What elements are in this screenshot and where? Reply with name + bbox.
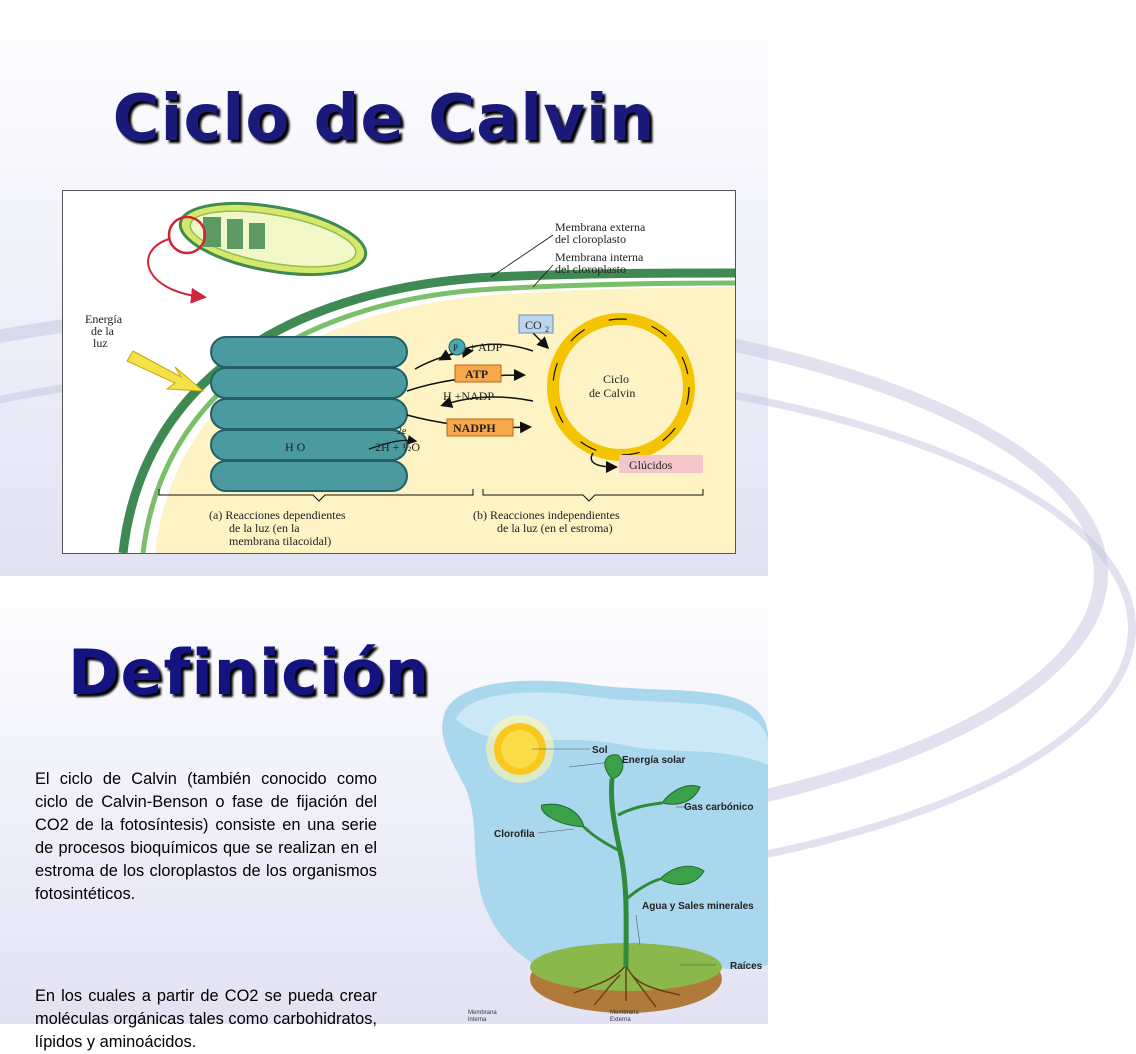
svg-text:Externa: Externa [610,1017,631,1023]
glucidos-label: Glúcidos [629,458,673,472]
water-label: H O [285,440,306,454]
caption-b-1: (b) Reacciones independientes [473,508,620,522]
atp-label: ATP [465,367,488,381]
plant-stem [609,778,629,968]
svg-text:2: 2 [545,325,549,334]
svg-text:interna: interna [468,1017,487,1023]
caption-a-3: membrana tilacoidal) [229,534,331,548]
atp-box [454,364,502,383]
plant-svg: Sol Energía solar Gas carbónico Clorofil… [442,680,768,1023]
energia-solar-label: Energía solar [622,755,685,766]
sol-label: Sol [592,745,608,756]
light-energy-arrow [126,350,205,392]
outer-membrane-label-2: del cloroplasto [555,232,626,246]
thylakoid-stack [210,336,408,492]
light-label-1: Energía [85,312,123,326]
chloroplast-icon [167,202,368,276]
cycle-label-1: Ciclo [603,372,629,386]
calvin-cycle-diagram: CO 2 P + ADP ATP H +NADP NADPH 2e H O 2H… [62,190,736,554]
agua-sales-label: Agua y Sales minerales [642,901,754,912]
inner-membrane-label-1: Membrana interna [555,250,644,264]
light-label-2: de la [91,324,115,338]
nadp-label: H +NADP [443,389,494,403]
slide-title: Ciclo de Calvin [112,82,656,156]
definition-paragraph: El ciclo de Calvin (también conocido com… [35,770,377,904]
light-label-3: luz [93,336,108,350]
water-products-label: 2H + ½O [375,440,420,454]
calvin-cycle-svg: CO 2 P + ADP ATP H +NADP NADPH 2e H O 2H… [85,202,736,554]
slide-ciclo-de-calvin: Ciclo de Calvin [0,0,1136,896]
clorofila-label: Clorofila [494,829,535,840]
caption-a-2: de la luz (en la [229,521,300,535]
raices-label: Raíces [730,961,763,972]
phosphate-circle [448,338,466,356]
co2-label: CO [525,318,542,332]
slide-definicion: Definición El ciclo de Calvin (también c… [0,576,768,1051]
inner-membrane-label-2: del cloroplasto [555,262,626,276]
caption-b-2: de la luz (en el estroma) [497,521,613,535]
zoom-arrow [147,238,207,304]
roots [573,964,681,1008]
caption-a-1: (a) Reacciones dependientes [209,508,346,522]
gas-carbonico-label: Gas carbónico [684,802,753,813]
brace-light-independent [482,489,704,502]
co2-box [518,314,554,334]
adp-label: + ADP [469,340,502,354]
membrana-externa-label: Membrana [610,1010,639,1016]
sun-icon [486,715,554,783]
electrons-label: 2e [397,426,407,437]
glucidos-box [619,455,703,473]
outer-membrane-label-1: Membrana externa [555,220,646,234]
leaves [540,754,705,886]
nadph-label: NADPH [453,421,496,435]
outer-membrane [118,268,736,554]
brace-light-dependent [158,489,474,502]
photosynthesis-illustration: Sol Energía solar Gas carbónico Clorofil… [434,675,768,1024]
membrana-interna-label: Membrana [468,1010,497,1016]
slide-title: Definición [68,636,430,709]
definition-paragraph-2: En los cuales a partir de CO2 se pueda c… [35,987,377,1052]
cycle-label-2: de Calvin [589,386,635,400]
nadph-box [446,418,514,437]
svg-text:P: P [453,343,458,353]
inner-membrane [140,280,736,554]
